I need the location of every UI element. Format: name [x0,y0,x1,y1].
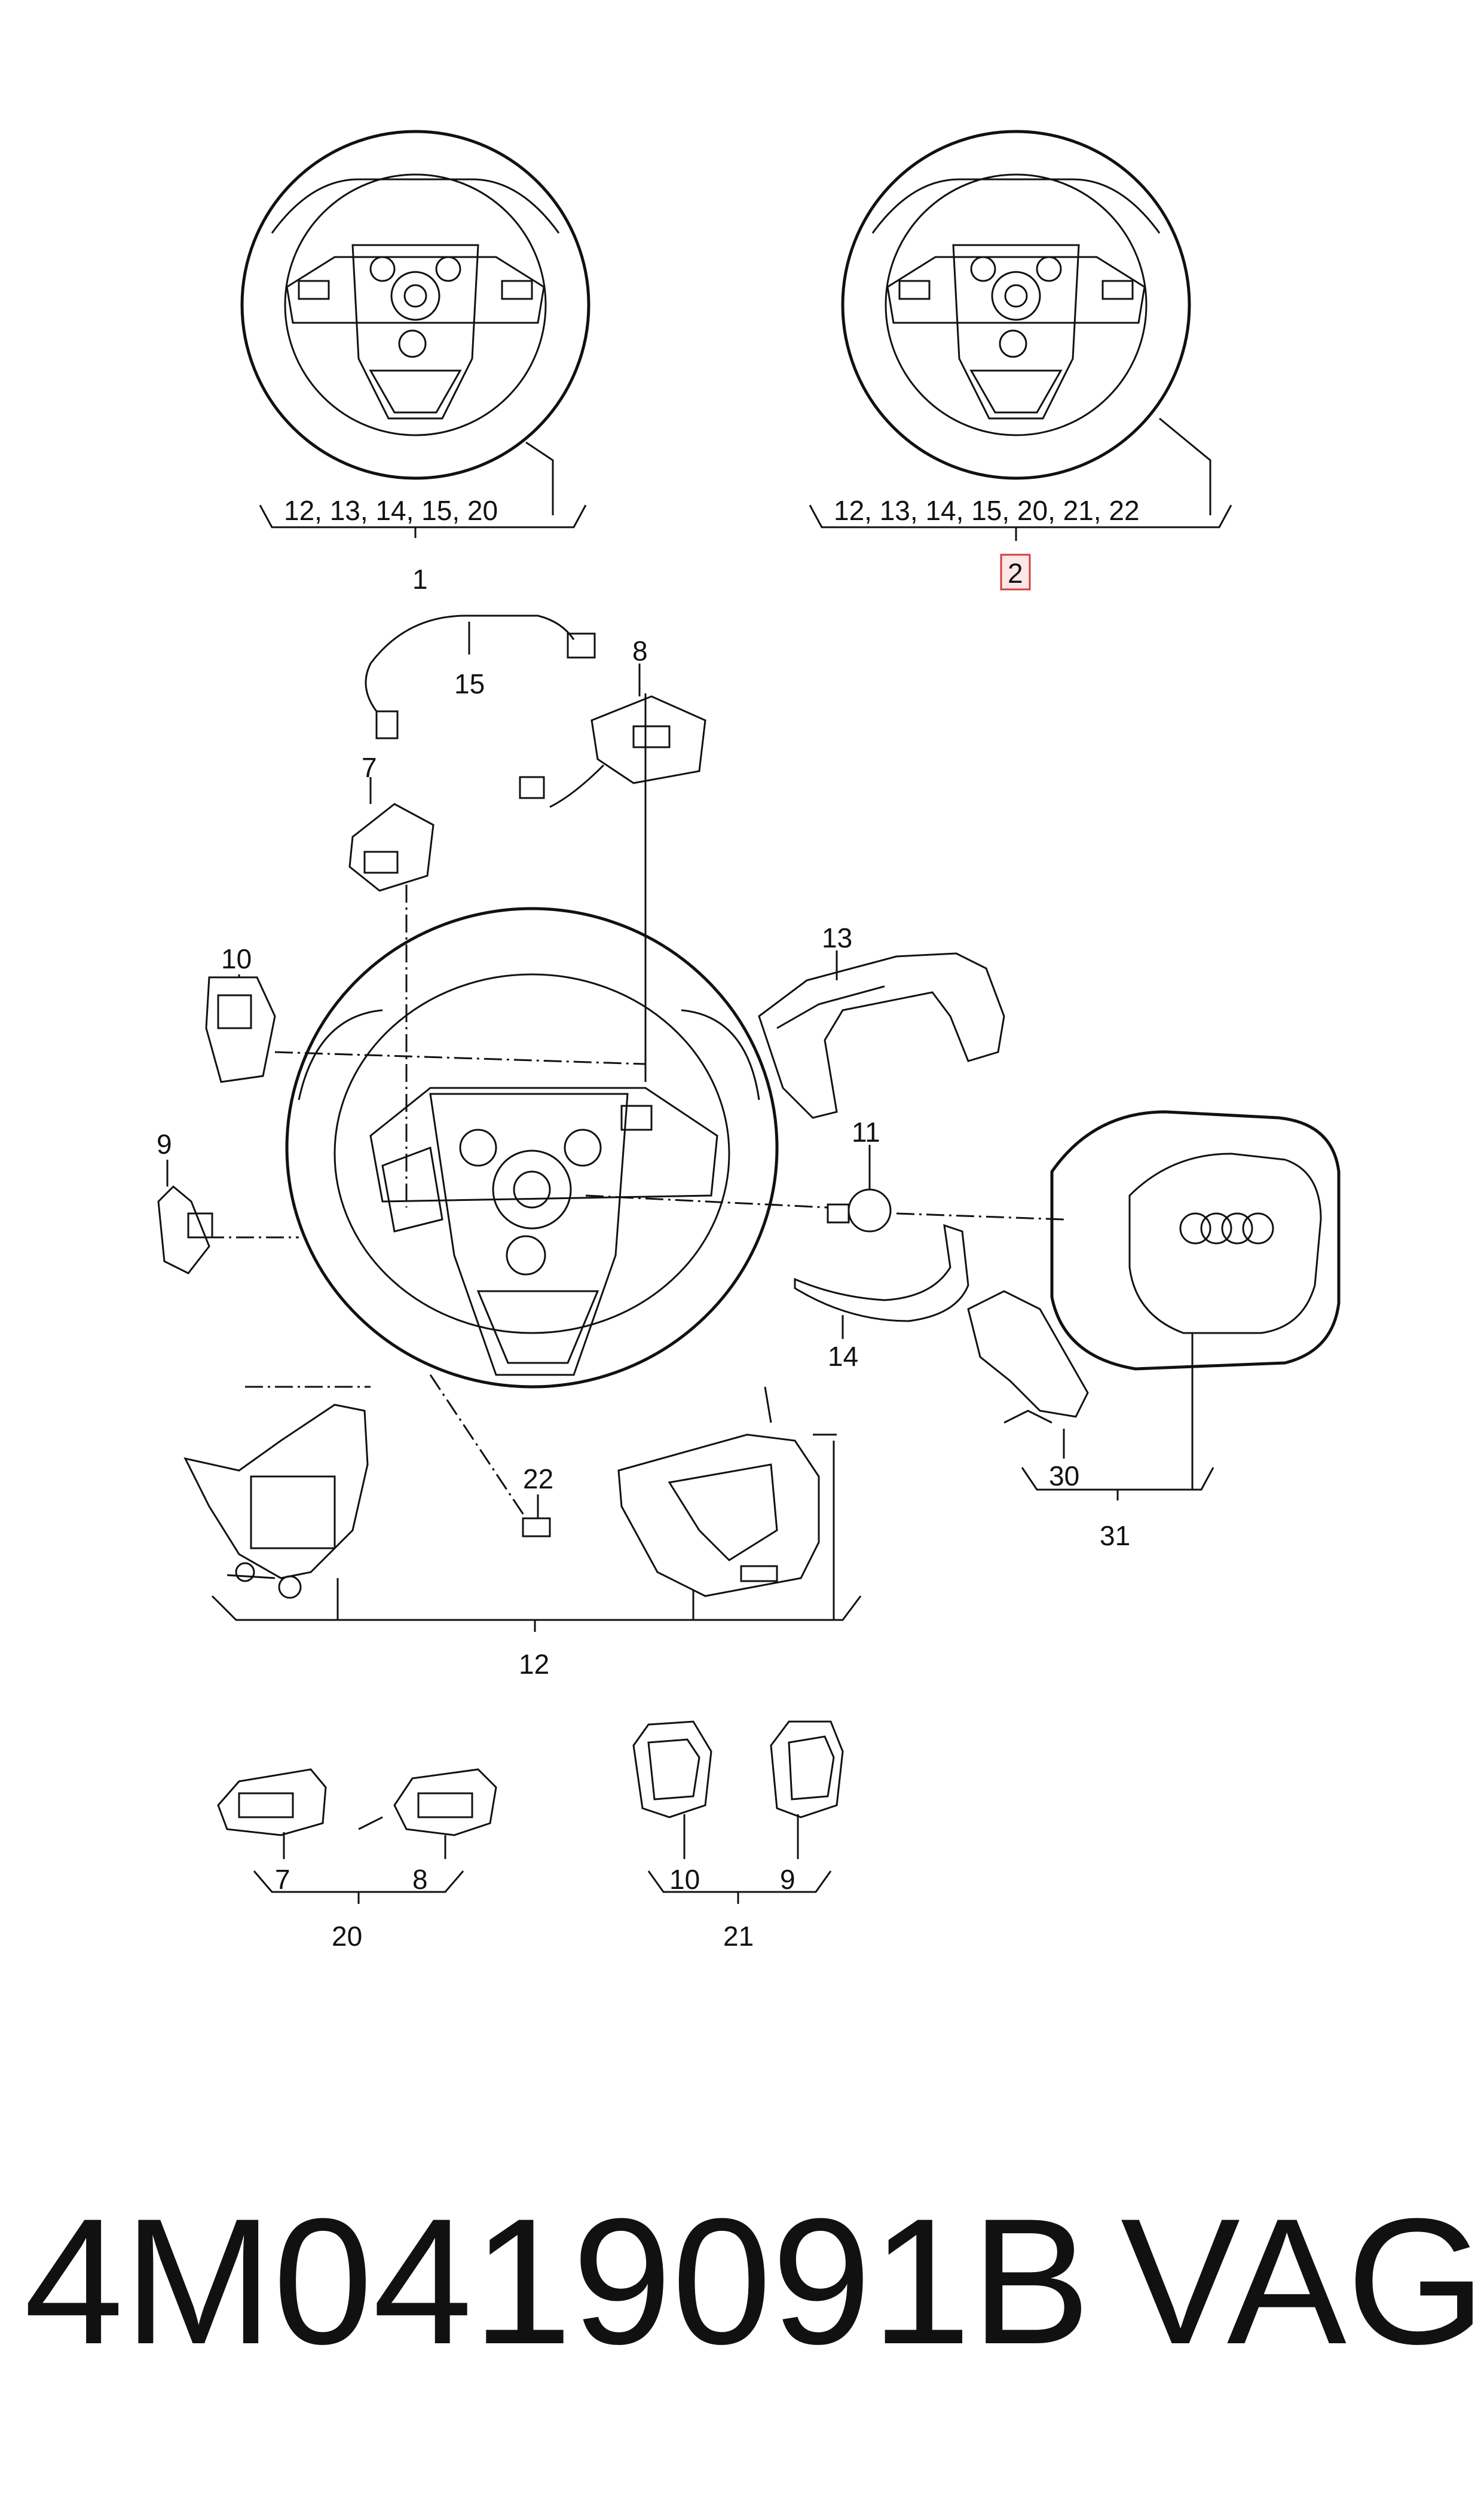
callout-21-part-9: 9 [780,1864,795,1895]
callout-30: 30 [1049,1460,1079,1491]
part-12-lower-bezel [617,1386,837,1597]
part-30-clock-spring [967,1290,1089,1459]
ring-icon [1179,1212,1211,1245]
callout-14: 14 [828,1341,858,1372]
part-9-left-trim [157,1160,299,1274]
assembly-31-bracket [1021,1333,1214,1500]
callout-22: 22 [523,1463,553,1494]
brand-name: VAG [1121,2181,1484,2382]
callout-8: 8 [632,635,648,667]
callout-20: 20 [332,1921,362,1952]
part-13-upper-trim [758,950,1005,1119]
callout-21: 21 [723,1921,754,1952]
part-12-left-bezel [183,1386,371,1599]
steering-wheel-assembly-2 [841,130,1211,515]
callout-7: 7 [362,752,377,783]
steering-wheel-assembly-1 [240,130,590,515]
wheel-1-label: 1 [412,564,428,595]
assembly-12-bracket [211,1441,862,1632]
assembly-1-bracket [259,505,587,538]
part-7-left-switch [348,777,435,1207]
callout-12: 12 [519,1649,549,1680]
part-22-screw [429,1374,551,1537]
callout-20-part-8: 8 [412,1864,428,1895]
callout-9: 9 [157,1129,172,1160]
callout-15: 15 [454,668,485,699]
assembly-21-cover-pair [632,1720,844,1904]
ring-icon [1221,1212,1253,1245]
highlight-box [1000,554,1031,591]
wheel-1-parts-list: 12, 13, 14, 15, 20 [284,495,498,526]
ring-icon [1242,1212,1274,1245]
main-steering-wheel [285,693,779,1389]
callout-10: 10 [221,943,252,974]
callout-13: 13 [822,922,852,953]
part-number: 4M0419091B [24,2181,1091,2382]
callout-31: 31 [1100,1520,1130,1551]
callout-20-part-7: 7 [275,1864,290,1895]
part-14-lower-trim [794,1224,969,1339]
wheel-2-parts-list: 12, 13, 14, 15, 20, 21, 22 [834,495,1140,526]
part-15-wiring-harness [365,615,596,739]
part-8-right-switch [519,664,706,808]
assembly-2-bracket [809,505,1232,541]
ring-icon [1200,1212,1232,1245]
wheel-2-label: 2 [1008,558,1023,589]
callout-11: 11 [852,1117,880,1148]
driver-airbag [896,1110,1341,1371]
part-10-left-cover [205,974,646,1083]
assembly-20-switch-pair [217,1768,497,1904]
callout-21-part-10: 10 [669,1864,700,1895]
part-11-bolt [585,1145,892,1233]
